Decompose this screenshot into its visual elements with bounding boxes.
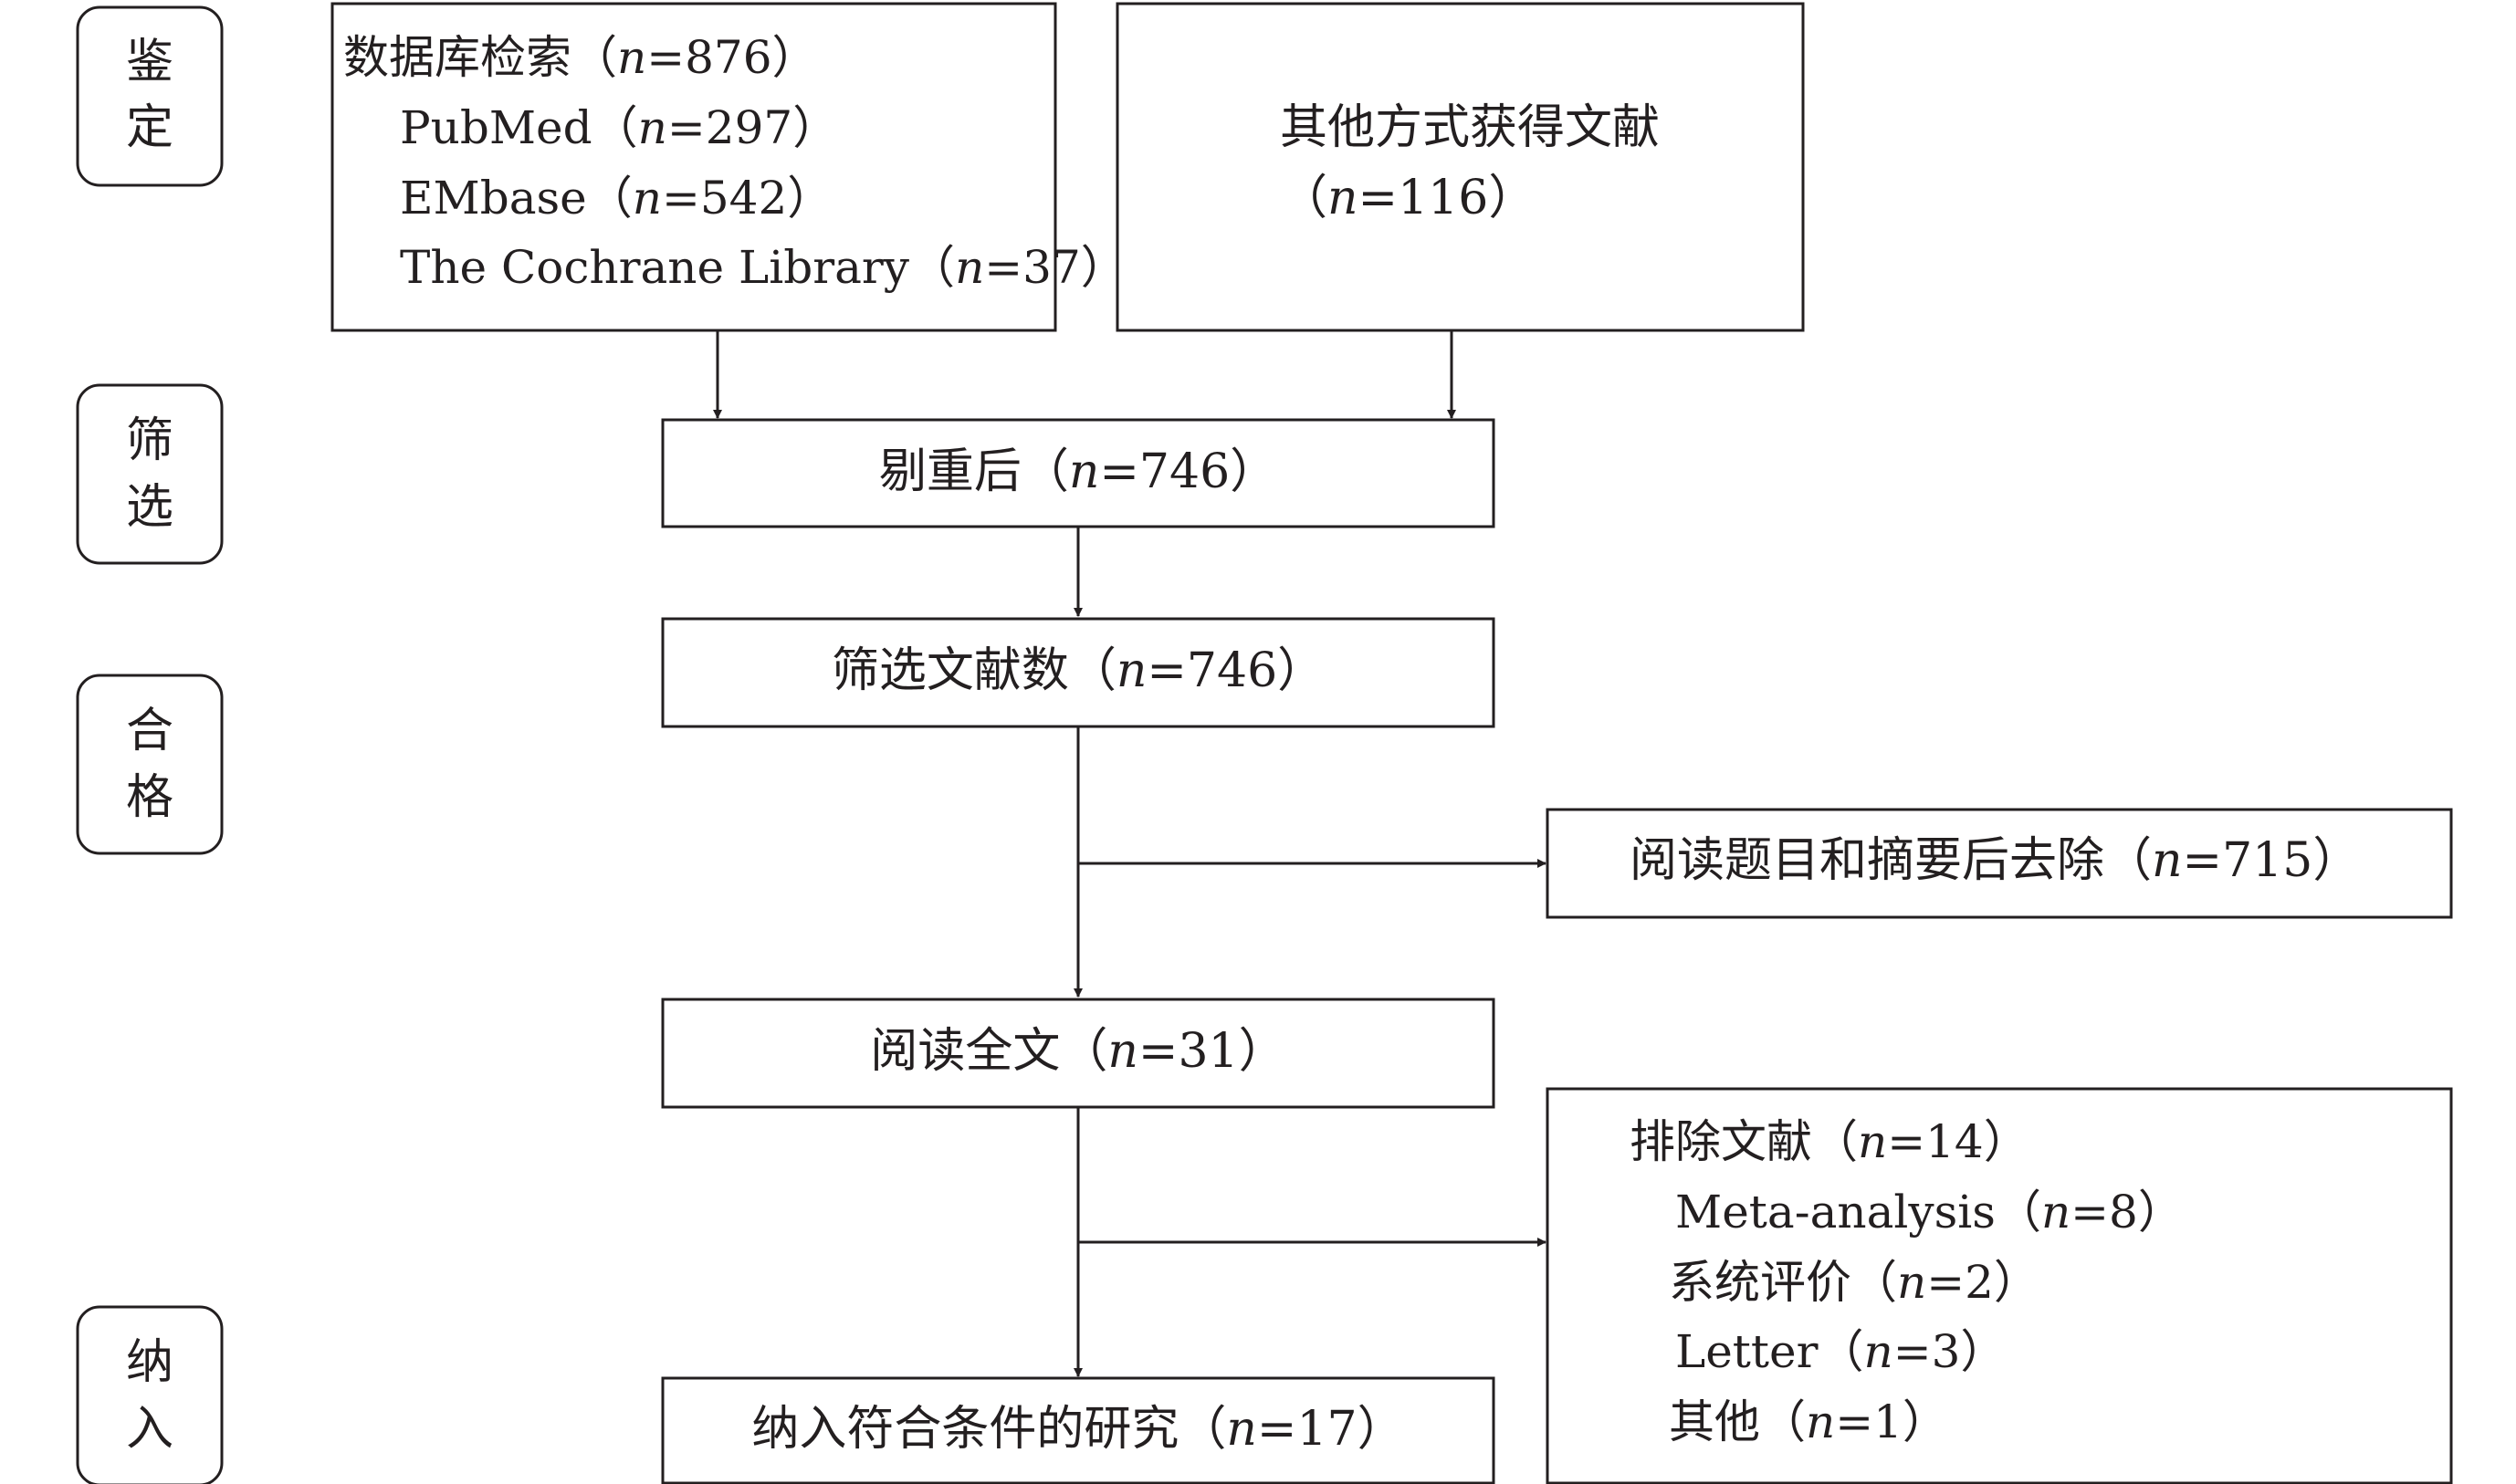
stage-screening-box — [76, 383, 224, 565]
node-fulltext-box — [661, 998, 1495, 1109]
stage-included-char-1: 纳 — [126, 1335, 173, 1390]
excluded-reason-letter: Letter（n=3） — [1675, 1325, 2006, 1378]
edges — [713, 330, 1546, 1377]
node-database-search: 数据库检索（n=876） PubMed（n=297） EMbase（n=542）… — [330, 2, 1127, 332]
node-after-dedup: 剔重后（n=746） — [661, 418, 1495, 528]
stage-identification: 鉴 定 — [76, 5, 224, 187]
after-dedup-label: 剔重后（n=746） — [879, 444, 1277, 499]
node-excluded-fulltext-box — [1546, 1087, 2453, 1484]
excluded-reason-systematic-review: 系统评价（n=2） — [1669, 1256, 2039, 1309]
stage-identification-char-1: 鉴 — [126, 35, 173, 89]
node-screened: 筛选文献数（n=746） — [661, 617, 1495, 728]
stage-included-char-2: 入 — [126, 1402, 173, 1457]
stage-included: 纳 入 — [76, 1305, 224, 1484]
stage-screening-char-2: 选 — [126, 480, 173, 535]
database-source-cochrane: The Cochrane Library（n=37） — [400, 241, 1127, 294]
fulltext-label: 阅读全文（n=31） — [870, 1024, 1285, 1079]
database-title: 数据库检索（n=876） — [343, 31, 818, 84]
stage-screening-char-1: 筛 — [126, 413, 173, 468]
node-included: 纳入符合条件的研究（n=17） — [661, 1376, 1495, 1484]
excluded-title-abstract-label: 阅读题目和摘要后去除（n=715） — [1630, 833, 2360, 888]
stage-screening: 筛 选 — [76, 383, 224, 565]
stage-identification-char-2: 定 — [126, 100, 173, 155]
node-excluded-title-abstract-box — [1546, 808, 2453, 919]
stage-eligibility-char-1: 合 — [126, 704, 173, 758]
included-label: 纳入符合条件的研究（n=17） — [751, 1402, 1404, 1457]
node-excluded-title-abstract: 阅读题目和摘要后去除（n=715） — [1546, 808, 2453, 919]
node-other-sources-box — [1116, 2, 1805, 332]
excluded-reason-meta-analysis: Meta-analysis（n=8） — [1675, 1186, 2184, 1238]
node-fulltext: 阅读全文（n=31） — [661, 998, 1495, 1109]
other-sources-count: （n=116） — [1280, 171, 1536, 225]
database-source-pubmed: PubMed（n=297） — [400, 101, 838, 154]
stage-eligibility-char-2: 格 — [126, 770, 173, 825]
stage-identification-box — [76, 5, 224, 187]
node-other-sources: 其他方式获得文献 （n=116） — [1116, 2, 1805, 332]
stage-included-box — [76, 1305, 224, 1484]
node-included-box — [661, 1376, 1495, 1484]
node-after-dedup-box — [661, 418, 1495, 528]
other-sources-title: 其他方式获得文献 — [1280, 100, 1660, 155]
excluded-fulltext-title: 排除文献（n=14） — [1630, 1115, 2029, 1168]
node-database-search-box — [330, 2, 1057, 332]
stage-eligibility: 合 格 — [76, 674, 224, 855]
stage-eligibility-box — [76, 674, 224, 855]
database-source-embase: EMbase（n=542） — [400, 172, 833, 225]
node-screened-box — [661, 617, 1495, 728]
node-excluded-fulltext: 排除文献（n=14） Meta-analysis（n=8） 系统评价（n=2） … — [1546, 1087, 2453, 1484]
excluded-reason-other: 其他（n=1） — [1669, 1395, 1948, 1448]
screened-label: 筛选文献数（n=746） — [832, 643, 1325, 698]
